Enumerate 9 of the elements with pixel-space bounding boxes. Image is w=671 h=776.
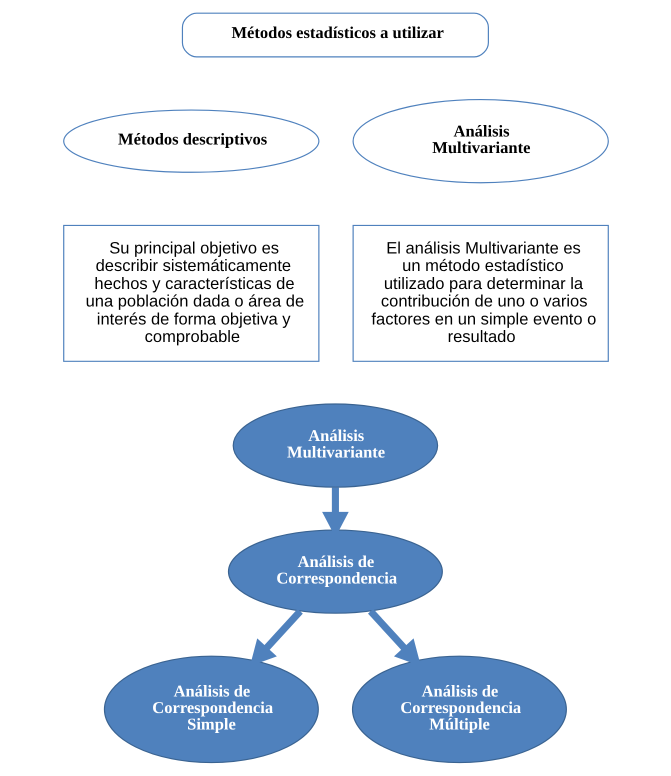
node-box: Métodos estadísticos a utilizar: [181, 12, 488, 58]
node-ellipse: Análisis Multivariante: [232, 403, 438, 488]
node-box: Su principal objetivo es describir sistemáticamente hechos y características de una población dada o área de interés de forma objetiva y comprobable: [62, 224, 319, 362]
node-ellipse: Análisis Multivariante: [352, 98, 608, 184]
node-ellipse: Métodos descriptivos: [62, 109, 319, 173]
node-ellipse: Análisis de Correspondencia Simple: [103, 656, 318, 764]
node-ellipse: Análisis de Correspondencia: [227, 529, 442, 614]
node-ellipse: Análisis de Correspondencia Múltiple: [351, 656, 566, 764]
node-box: El análisis Multivariante es un método estadístico utilizado para determinar la contribución de uno o varios factores en un simple evento o resultado: [352, 224, 608, 362]
